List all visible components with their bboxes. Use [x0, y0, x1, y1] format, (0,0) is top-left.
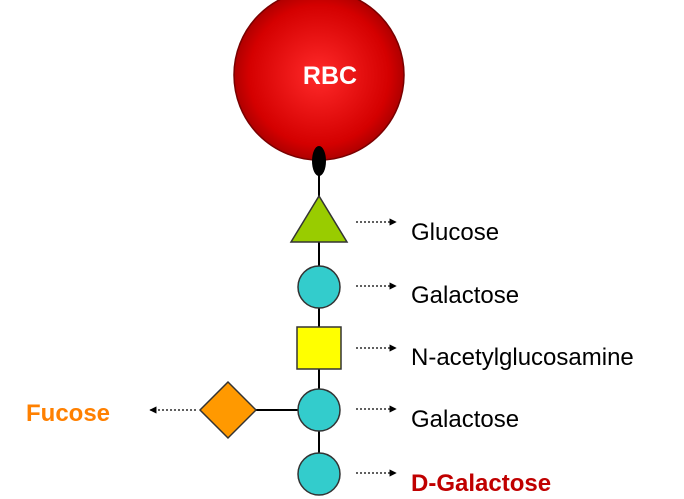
galactose-circle-2	[297, 388, 341, 432]
label-glucose: Glucose	[411, 219, 499, 246]
label-galactose-2: Galactose	[411, 406, 519, 433]
label-galactose-1: Galactose	[411, 282, 519, 309]
glucose-triangle	[289, 194, 349, 243]
galactose-circle-1	[297, 265, 341, 309]
label-fucose: Fucose	[26, 400, 110, 427]
d-galactose-circle	[297, 452, 341, 496]
fucose-diamond	[198, 380, 258, 440]
membrane-anchor	[312, 146, 326, 176]
rbc-label: RBC	[303, 62, 357, 90]
label-n-acetylglucosamine: N-acetylglucosamine	[411, 344, 634, 371]
label-d-galactose: D-Galactose	[411, 470, 551, 497]
n-acetylglucosamine-square	[296, 326, 342, 370]
